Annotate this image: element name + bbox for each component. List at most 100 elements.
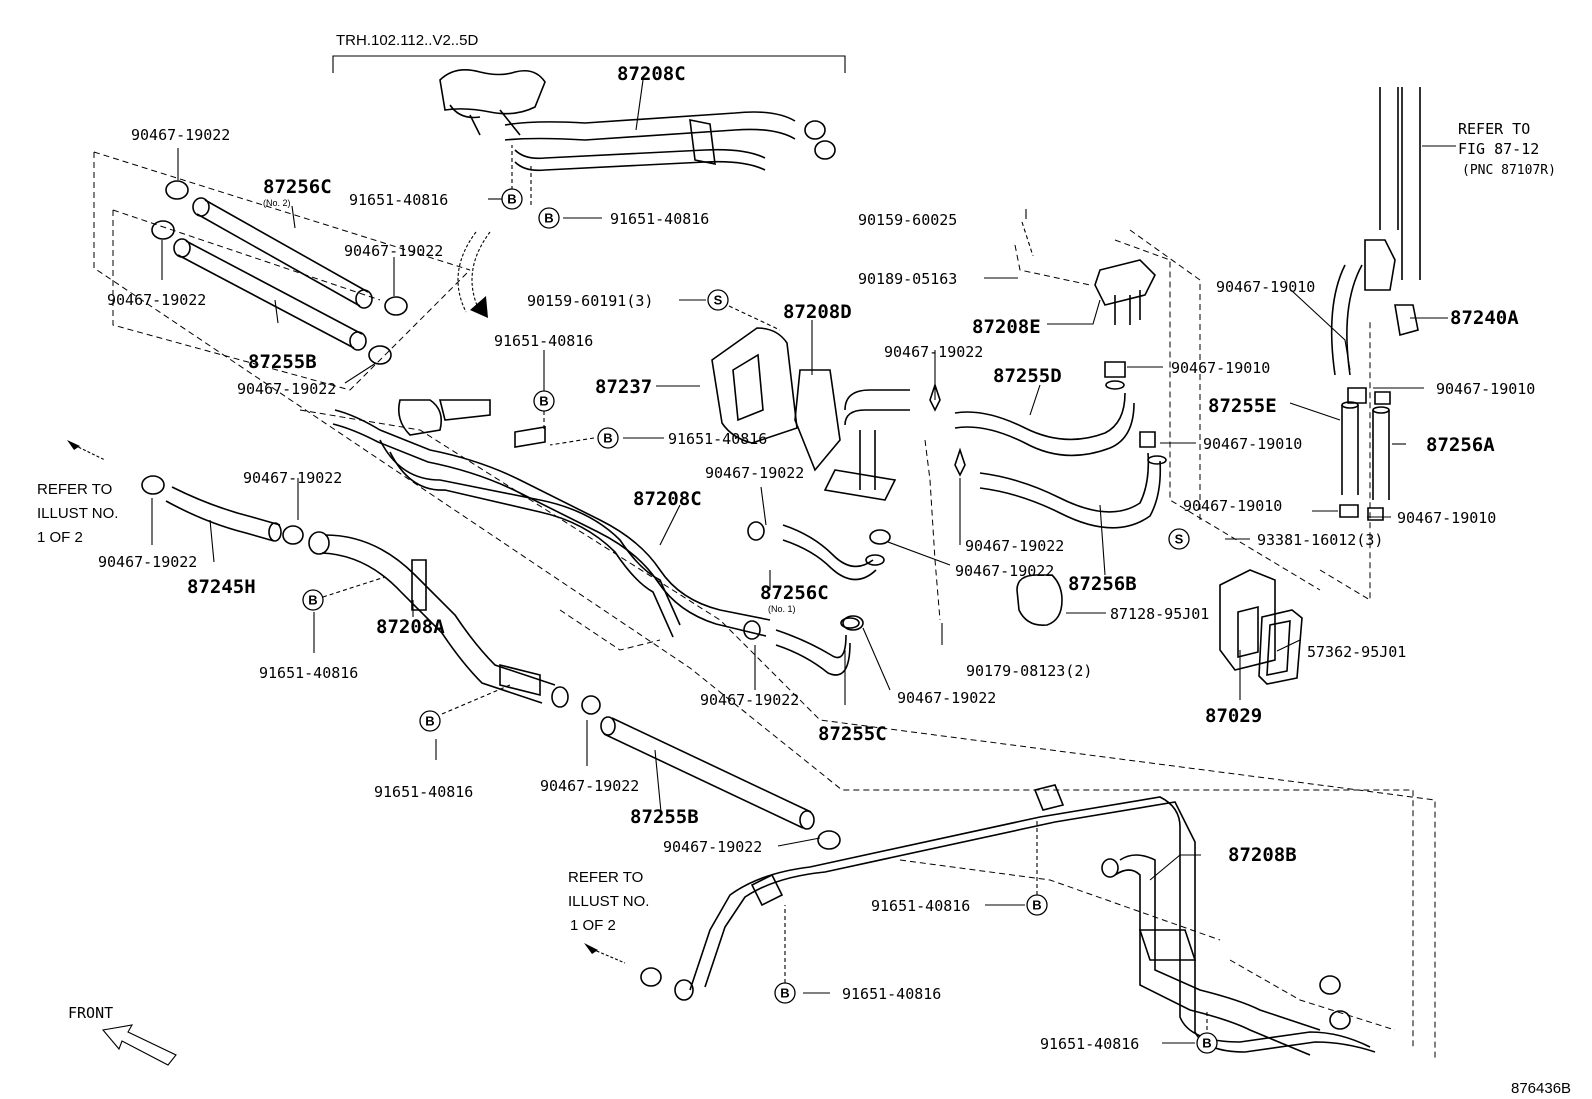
front-arrow-icon [101, 1024, 177, 1066]
callout-2: 90467-19022 [344, 242, 443, 260]
svg-text:B: B [425, 714, 434, 729]
refer-illust-2-line-1: REFER TO [568, 869, 643, 886]
svg-text:B: B [780, 986, 789, 1001]
callout-17: 90467-19010 [1171, 359, 1270, 377]
label-87256A: 87256A [1426, 434, 1495, 456]
hose-87256C-mid [782, 524, 885, 581]
callout-4: 90467-19022 [237, 380, 336, 398]
gasket-57362 [1258, 609, 1303, 685]
header-range-text: TRH.102.112..V2..5D [336, 32, 478, 49]
marker-b-2: B [538, 207, 560, 229]
bracket-87208D [794, 369, 910, 501]
valve-87240A [1394, 304, 1419, 337]
label-87255B-bottom: 87255B [630, 806, 699, 828]
marker-b-4: B [597, 427, 619, 449]
clamps-left [141, 180, 408, 545]
refer-illust-1-line-3: 1 OF 2 [37, 529, 83, 546]
callout-23: 90467-19022 [700, 691, 799, 709]
callout-31: 90467-19010 [1397, 509, 1496, 527]
label-87208A: 87208A [376, 616, 445, 638]
refer-illust-1-line-2: ILLUST NO. [37, 505, 118, 522]
label-87256C-left: 87256C [263, 176, 332, 198]
label-87256B: 87256B [1068, 573, 1137, 595]
tubes-refer-fig [1364, 87, 1421, 291]
leader-lines [151, 79, 1456, 1044]
marker-b-8: B [774, 982, 796, 1004]
callout-25: 91651-40816 [374, 783, 473, 801]
refer-fig-line-1: REFER TO [1458, 120, 1530, 138]
hose-87256B [979, 452, 1167, 529]
callout-1: 90467-19022 [131, 126, 230, 144]
svg-text:B: B [539, 394, 548, 409]
callout-20: 90467-19022 [955, 562, 1054, 580]
front-label: FRONT [68, 1004, 113, 1022]
hose-87255B-left [173, 238, 367, 351]
pipe-87208C-mid [332, 399, 771, 638]
callout-18: 90467-19010 [1203, 435, 1302, 453]
callout-35: 91651-40816 [871, 897, 970, 915]
figure-id: 876436B [1511, 1080, 1571, 1097]
refer-fig-note: REFER TO FIG 87-12 (PNC 87107R) [1458, 120, 1556, 178]
label-87255D: 87255D [993, 365, 1062, 387]
callout-30: 90467-19010 [1183, 497, 1282, 515]
marker-b-7: B [1026, 894, 1048, 916]
clamps-mid [743, 361, 1156, 640]
callout-14: 90159-60025 [858, 211, 957, 229]
callout-12: 90467-19022 [705, 464, 804, 482]
label-87245H: 87245H [187, 576, 256, 598]
hoses-87255E-87256A [1330, 264, 1391, 521]
callout-24: 90467-19022 [897, 689, 996, 707]
svg-text:S: S [714, 293, 723, 308]
label-87255E: 87255E [1208, 395, 1277, 417]
callout-13: 91651-40816 [259, 664, 358, 682]
callout-33: 93381-16012(3) [1257, 531, 1383, 549]
svg-text:B: B [544, 211, 553, 226]
callout-37: 91651-40816 [1040, 1035, 1139, 1053]
callout-29: 90467-19010 [1436, 380, 1535, 398]
hose-87255C [775, 617, 860, 676]
marker-s-1: S [707, 289, 729, 311]
pipe-87208A [308, 531, 569, 708]
svg-text:B: B [1202, 1036, 1211, 1051]
label-87208D: 87208D [783, 301, 852, 323]
marker-b-1: B [501, 188, 523, 210]
refer-fig-line-3: (PNC 87107R) [1462, 163, 1556, 178]
callout-21: 87128-95J01 [1110, 605, 1209, 623]
callout-15: 90189-05163 [858, 270, 957, 288]
flow-arrow-icon [457, 231, 491, 318]
label-87256C-mid: 87256C [760, 582, 829, 604]
label-87255C: 87255C [818, 723, 887, 745]
svg-text:B: B [1032, 898, 1041, 913]
assembly-outlines [93, 151, 1436, 1060]
marker-s-2: S [1168, 528, 1190, 550]
refer-fig-line-2: FIG 87-12 [1458, 140, 1539, 158]
refer-illust-1-line-1: REFER TO [37, 481, 112, 498]
pipe-87208B [640, 784, 1376, 1056]
svg-text:B: B [507, 192, 516, 207]
pipe-87208C-top [439, 69, 836, 172]
hose-87255B-bottom [581, 695, 841, 850]
callout-5: 91651-40816 [349, 191, 448, 209]
label-87256C-mid-sub: (No. 1) [768, 604, 796, 614]
label-87029: 87029 [1205, 705, 1262, 727]
hose-87255D [954, 380, 1135, 457]
label-87256C-left-sub: (No. 2) [263, 198, 291, 208]
refer-illust-2-line-2: ILLUST NO. [568, 893, 649, 910]
callout-7: 90159-60191(3) [527, 292, 653, 310]
label-87208C-mid: 87208C [633, 488, 702, 510]
callout-28: 90467-19010 [1216, 278, 1315, 296]
front-indicator: FRONT [68, 1004, 177, 1066]
callout-3: 90467-19022 [107, 291, 206, 309]
callout-10: 90467-19022 [243, 469, 342, 487]
callout-6: 91651-40816 [610, 210, 709, 228]
label-87255B-left: 87255B [248, 351, 317, 373]
marker-b-6: B [419, 710, 441, 732]
header-bracket: TRH.102.112..V2..5D [332, 32, 846, 73]
callout-36: 91651-40816 [842, 985, 941, 1003]
callout-16: 90467-19022 [884, 343, 983, 361]
callout-34: 57362-95J01 [1307, 643, 1406, 661]
callout-19: 90467-19022 [965, 537, 1064, 555]
refer-illust-note-1: REFER TO ILLUST NO. 1 OF 2 [37, 440, 118, 546]
cover-87029 [1219, 569, 1276, 671]
